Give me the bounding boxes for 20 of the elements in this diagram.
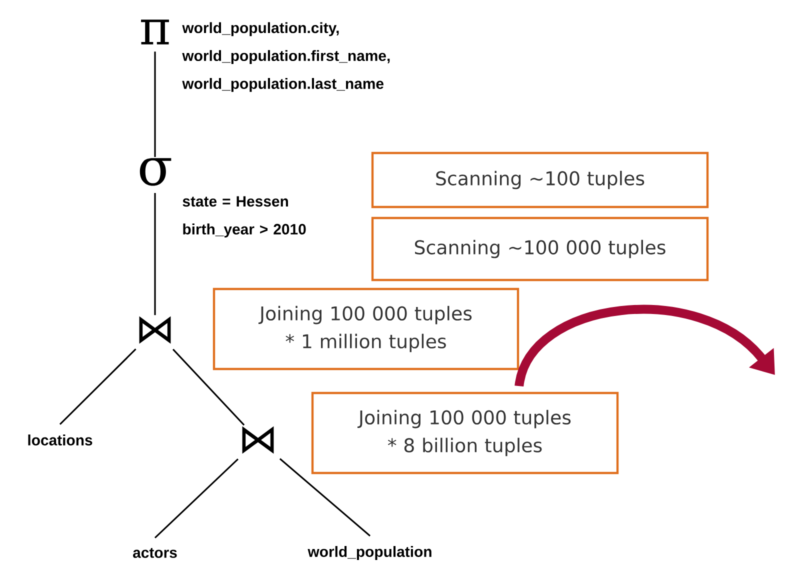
join-symbol: ⋈ (242, 426, 274, 454)
cost-box: Joining 100 000 tuples * 1 million tuples (212, 288, 520, 370)
relation-name: locations (28, 434, 92, 446)
relation-name: world_population (308, 546, 432, 560)
tree-edge (279, 458, 371, 536)
curved-arrow (514, 304, 775, 388)
operator-symbol: π (141, 20, 169, 44)
cost-box: Scanning ~100 000 tuples (371, 216, 709, 282)
tree-edge (59, 348, 136, 425)
tree-edge (154, 193, 156, 316)
condition-text: world_population.city, world_population.first_name, world_population.last_name (182, 22, 390, 92)
tree-edge (154, 458, 239, 538)
operator-symbol: σ (140, 158, 172, 186)
cost-box: Joining 100 000 tuples * 8 billion tuples (311, 392, 619, 474)
condition-text: state = Hessen birth_year > 2010 (182, 196, 306, 238)
relation-name: actors (133, 548, 177, 558)
tree-edge (172, 348, 245, 426)
tree-edge (154, 52, 156, 157)
cost-box: Scanning ~100 tuples (371, 152, 709, 208)
join-symbol: ⋈ (139, 316, 171, 344)
